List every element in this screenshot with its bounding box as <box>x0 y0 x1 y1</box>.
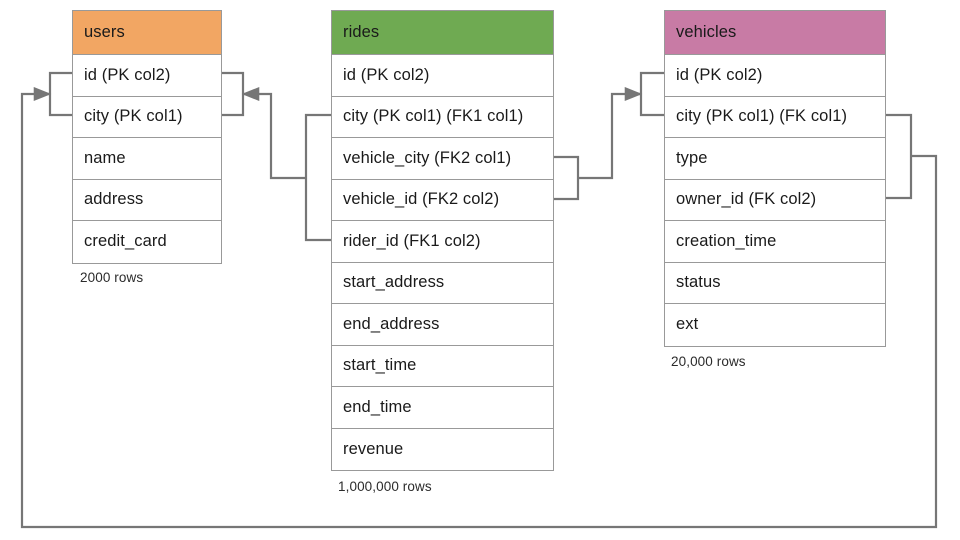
table-vehicles-column-ext[interactable]: ext <box>665 304 885 346</box>
table-users-title: users <box>84 23 125 41</box>
column-label: revenue <box>343 439 404 458</box>
table-users-row-count: 2000 rows <box>80 270 144 285</box>
column-label: ext <box>676 315 699 334</box>
table-users-column-address[interactable]: address <box>73 179 221 221</box>
column-label: id (PK col2) <box>676 65 763 84</box>
table-rides-column-revenue[interactable]: revenue <box>332 428 553 470</box>
table-rides-row-count: 1,000,000 rows <box>338 479 432 494</box>
table-users-column-name[interactable]: name <box>73 138 221 180</box>
table-vehicles-column-type[interactable]: type <box>665 138 885 180</box>
edge-rides-fk2-vehicles <box>554 71 664 201</box>
edge-bracket-vehicles-right <box>886 113 913 200</box>
table-rides-column-start-time[interactable]: start_time <box>332 345 553 387</box>
table-rides-title: rides <box>343 23 380 41</box>
column-label: end_time <box>343 397 412 416</box>
table-users-column-id[interactable]: id (PK col2) <box>73 55 221 97</box>
column-label: address <box>84 190 144 209</box>
table-rides-column-end-address[interactable]: end_address <box>332 304 553 346</box>
column-label: id (PK col2) <box>343 65 430 84</box>
table-users[interactable]: users id (PK col2) city (PK col1) name a… <box>72 10 222 264</box>
table-users-header[interactable]: users <box>73 11 221 55</box>
column-label: id (PK col2) <box>84 65 171 84</box>
table-rides[interactable]: rides id (PK col2) city (PK col1) (FK1 c… <box>331 10 554 471</box>
edge-bracket-users-left <box>48 71 72 117</box>
table-rides-column-city[interactable]: city (PK col1) (FK1 col1) <box>332 96 553 138</box>
table-rides-column-vehicle-city[interactable]: vehicle_city (FK2 col1) <box>332 138 553 180</box>
column-label: type <box>676 148 708 167</box>
column-label: city (PK col1) (FK col1) <box>676 107 848 126</box>
column-label: status <box>676 273 721 292</box>
table-rides-header[interactable]: rides <box>332 11 553 55</box>
column-label: name <box>84 148 126 167</box>
table-vehicles-column-owner-id[interactable]: owner_id (FK col2) <box>665 179 885 221</box>
table-vehicles-row-count: 20,000 rows <box>671 354 746 369</box>
column-label: end_address <box>343 314 440 333</box>
table-rides-column-vehicle-id[interactable]: vehicle_id (FK2 col2) <box>332 179 553 221</box>
table-vehicles-column-creation-time[interactable]: creation_time <box>665 221 885 263</box>
table-users-column-city[interactable]: city (PK col1) <box>73 96 221 138</box>
table-vehicles-title: vehicles <box>676 23 737 41</box>
table-rides-column-rider-id[interactable]: rider_id (FK1 col2) <box>332 221 553 263</box>
column-label: city (PK col1) <box>84 107 183 126</box>
column-label: start_time <box>343 356 417 375</box>
column-label: owner_id (FK col2) <box>676 190 817 209</box>
table-rides-column-id[interactable]: id (PK col2) <box>332 55 553 97</box>
table-vehicles-column-city[interactable]: city (PK col1) (FK col1) <box>665 96 885 138</box>
table-vehicles-header[interactable]: vehicles <box>665 11 885 55</box>
column-label: start_address <box>343 273 445 292</box>
table-users-column-credit-card[interactable]: credit_card <box>73 221 221 263</box>
edge-bracket-rides-fk2 <box>554 155 580 201</box>
table-vehicles-column-id[interactable]: id (PK col2) <box>665 55 885 97</box>
edge-line-rides-to-users <box>241 86 306 180</box>
table-vehicles-column-status[interactable]: status <box>665 262 885 304</box>
edge-rides-fk1-users <box>222 71 331 242</box>
column-label: rider_id (FK1 col2) <box>343 231 481 250</box>
column-label: vehicle_id (FK2 col2) <box>343 190 500 209</box>
edge-bracket-rides-fk1 <box>304 113 331 242</box>
table-rides-column-start-address[interactable]: start_address <box>332 262 553 304</box>
column-label: credit_card <box>84 232 167 251</box>
column-label: vehicle_city (FK2 col1) <box>343 148 512 167</box>
edge-bracket-vehicles-left <box>639 71 664 117</box>
edge-bracket-users-right <box>222 71 245 117</box>
table-rides-column-end-time[interactable]: end_time <box>332 387 553 429</box>
table-vehicles[interactable]: vehicles id (PK col2) city (PK col1) (FK… <box>664 10 886 347</box>
edge-line-rides-to-vehicles <box>578 86 643 180</box>
column-label: creation_time <box>676 231 777 250</box>
column-label: city (PK col1) (FK1 col1) <box>343 107 524 126</box>
